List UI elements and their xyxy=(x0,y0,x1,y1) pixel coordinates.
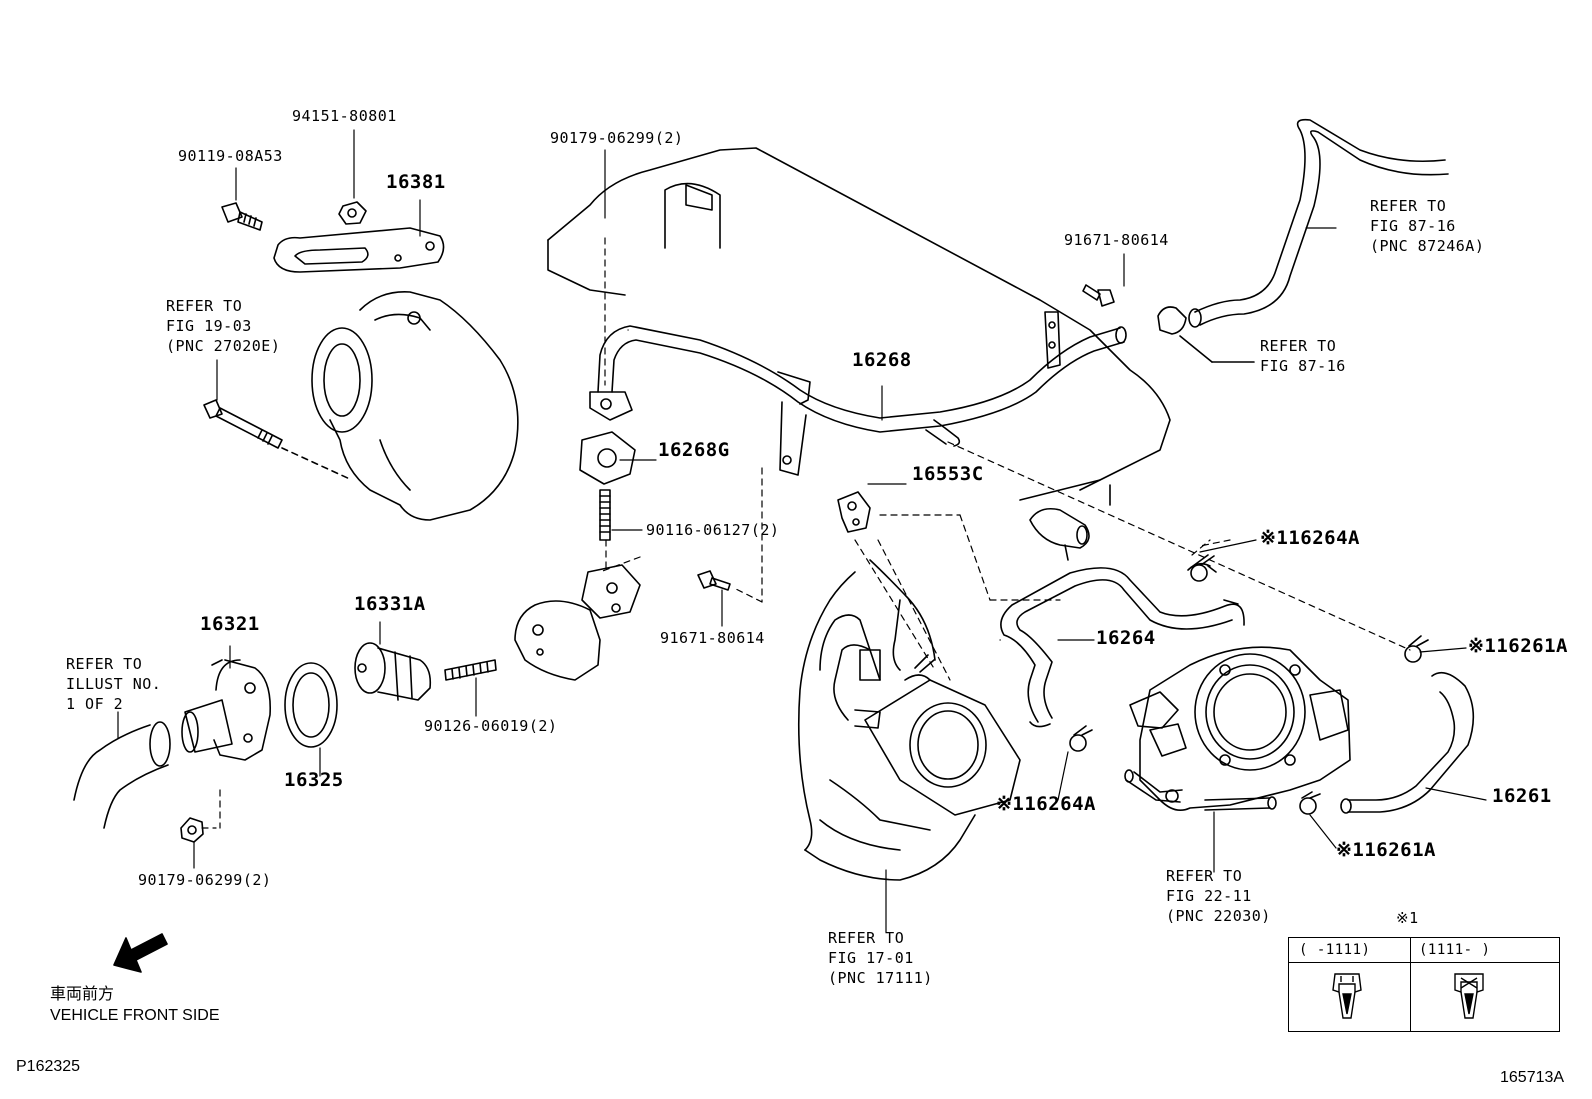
refer-line: REFER TO xyxy=(828,929,905,947)
nut-94151 xyxy=(339,202,366,224)
label-90116-06127: 90116-06127(2) xyxy=(646,521,780,539)
label-90179-06299-bottom: 90179-06299(2) xyxy=(138,871,272,889)
refer-line: FIG 19-03 xyxy=(166,317,252,335)
refer-fig-17-01: REFER TO FIG 17-01 (PNC 17111) xyxy=(828,928,933,988)
refer-line: 1 OF 2 xyxy=(66,695,124,713)
legend-divider xyxy=(1410,938,1411,1031)
water-bypass-pipe xyxy=(590,326,1126,475)
vehicle-front-arrow-icon xyxy=(114,934,167,972)
legend-marker: ※1 xyxy=(1396,909,1419,927)
refer-line: REFER TO xyxy=(166,297,243,315)
vehicle-front-side-jp: 車両前方 xyxy=(50,986,115,1003)
clamp-16553c xyxy=(838,492,870,532)
alternator-bracket xyxy=(274,228,444,272)
clamp-16264a-bottom xyxy=(1070,726,1092,751)
clamp-type-new-icon xyxy=(1451,970,1487,1024)
pipe-bracket xyxy=(1045,312,1060,368)
refer-line: FIG 87-16 xyxy=(1260,357,1346,375)
refer-line: FIG 17-01 xyxy=(828,949,914,967)
alternator-through-bolt xyxy=(204,400,352,480)
bolt-91671-top xyxy=(1083,285,1114,306)
label-16553c: 16553C xyxy=(912,463,984,485)
dashed-connections xyxy=(202,238,1410,828)
hose-16264 xyxy=(1001,564,1244,727)
label-16261: 16261 xyxy=(1492,785,1552,807)
bolt-90119 xyxy=(222,203,262,230)
refer-line: FIG 22-11 xyxy=(1166,887,1252,905)
throttle-body xyxy=(1125,647,1350,810)
engine-head-cover xyxy=(548,148,1170,505)
legend-header xyxy=(1289,938,1559,963)
leader-lines xyxy=(118,130,1486,932)
clamp-16264a-top xyxy=(1191,555,1214,581)
thermostat-16331a xyxy=(355,643,430,700)
gasket-16268g xyxy=(580,432,635,484)
hose-87246a xyxy=(1158,120,1448,334)
refer-fig-22-11: REFER TO FIG 22-11 (PNC 22030) xyxy=(1166,866,1271,926)
stud-90126 xyxy=(445,660,496,680)
nut-90179-bottom xyxy=(181,818,203,842)
water-outlet-housing xyxy=(515,565,640,680)
label-16261a-bottom: ※116261A xyxy=(1336,839,1436,861)
refer-line: (PNC 27020E) xyxy=(166,337,281,355)
refer-line: (PNC 22030) xyxy=(1166,907,1271,925)
legend-col-2: (1111- ) xyxy=(1419,942,1491,958)
clamp-type-old-icon xyxy=(1329,970,1365,1024)
legend-col-1: ( -1111) xyxy=(1299,942,1371,958)
refer-fig-87-16-pnc: REFER TO FIG 87-16 (PNC 87246A) xyxy=(1370,196,1484,256)
intake-manifold xyxy=(799,560,1020,880)
clamp-16261a-top xyxy=(1405,636,1428,662)
label-90126-06019: 90126-06019(2) xyxy=(424,717,558,735)
bolt-91671-mid xyxy=(698,571,730,590)
label-90119-08a53: 90119-08A53 xyxy=(178,147,283,165)
label-16381: 16381 xyxy=(386,171,446,193)
radiator-hose xyxy=(74,722,170,828)
refer-illust-1-of-2: REFER TO ILLUST NO. 1 OF 2 xyxy=(66,654,161,714)
label-16264: 16264 xyxy=(1096,627,1156,649)
refer-line: ILLUST NO. xyxy=(66,675,162,693)
gasket-16325 xyxy=(285,663,337,747)
label-16261a-top: ※116261A xyxy=(1468,635,1568,657)
figure-code-left: P162325 xyxy=(16,1058,81,1075)
engine-coolant-outlet xyxy=(1030,509,1089,560)
label-16325: 16325 xyxy=(284,769,344,791)
refer-line: REFER TO xyxy=(1370,197,1447,215)
label-94151-80801: 94151-80801 xyxy=(292,107,397,125)
refer-line: REFER TO xyxy=(66,655,143,673)
legend-table: ( -1111) (1111- ) xyxy=(1288,937,1560,1032)
clamp-16261a-bottom xyxy=(1300,792,1320,814)
refer-line: REFER TO xyxy=(1166,867,1243,885)
refer-line: (PNC 17111) xyxy=(828,969,933,987)
hose-16261 xyxy=(1341,673,1473,813)
stud-90116 xyxy=(600,490,610,540)
label-91671-80614-mid: 91671-80614 xyxy=(660,629,765,647)
label-16321: 16321 xyxy=(200,613,260,635)
label-90179-06299-top: 90179-06299(2) xyxy=(550,129,684,147)
figure-code-right: 165713A xyxy=(1500,1069,1565,1086)
refer-fig-87-16: REFER TO FIG 87-16 xyxy=(1260,336,1346,376)
label-16268g: 16268G xyxy=(658,439,730,461)
refer-line: FIG 87-16 xyxy=(1370,217,1456,235)
label-16331a: 16331A xyxy=(354,593,426,615)
label-16268: 16268 xyxy=(852,349,912,371)
refer-line: (PNC 87246A) xyxy=(1370,237,1485,255)
alternator xyxy=(312,292,518,520)
label-16264a-top: ※116264A xyxy=(1260,527,1360,549)
vehicle-front-side-en: VEHICLE FRONT SIDE xyxy=(50,1007,220,1024)
refer-fig-19-03: REFER TO FIG 19-03 (PNC 27020E) xyxy=(166,296,280,356)
label-16264a-bottom: ※116264A xyxy=(996,793,1096,815)
water-inlet-16321 xyxy=(182,660,270,760)
refer-line: REFER TO xyxy=(1260,337,1337,355)
label-91671-80614-top: 91671-80614 xyxy=(1064,231,1169,249)
